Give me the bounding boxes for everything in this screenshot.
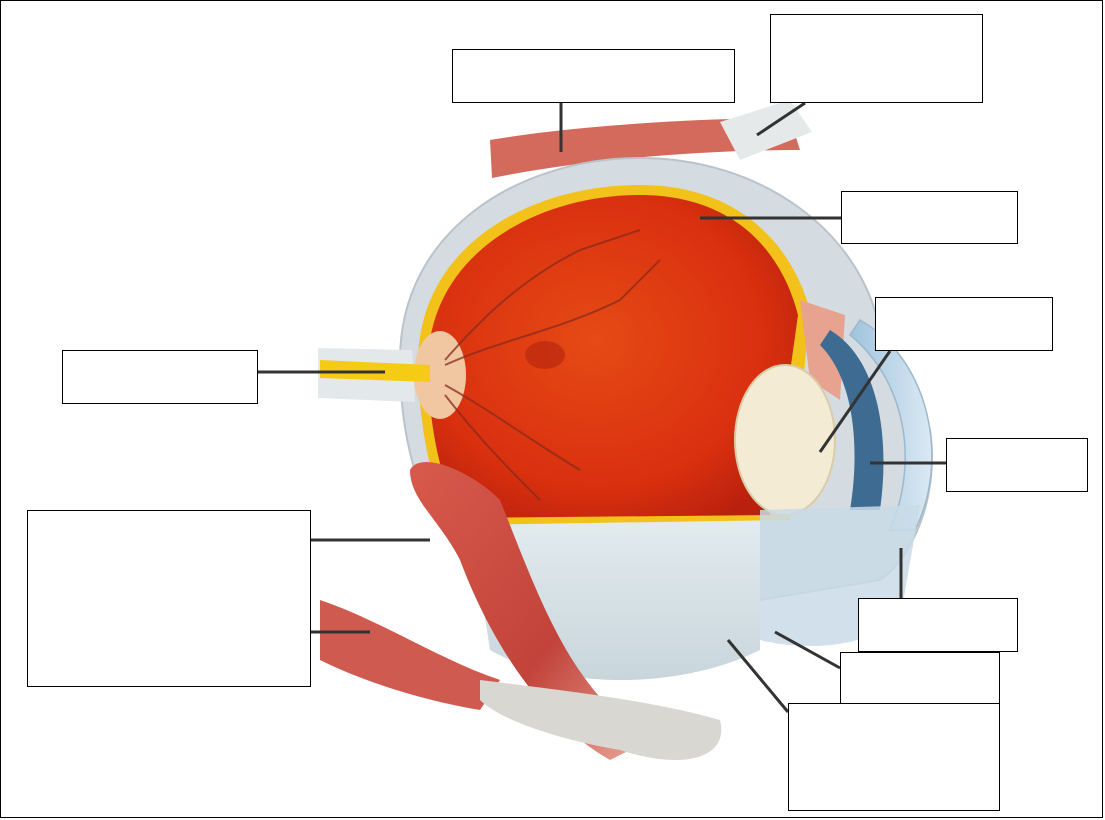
- label-box-8[interactable]: [858, 598, 1018, 652]
- label-box-5[interactable]: [62, 350, 258, 404]
- label-box-3[interactable]: [841, 191, 1018, 244]
- label-box-4[interactable]: [875, 297, 1053, 351]
- label-box-10[interactable]: [788, 703, 1000, 811]
- inferior-oblique-muscle: [320, 600, 500, 710]
- label-box-9[interactable]: [840, 652, 1000, 706]
- macula: [525, 341, 565, 369]
- label-box-2[interactable]: [770, 14, 983, 103]
- lens: [735, 365, 835, 515]
- label-box-7[interactable]: [27, 510, 311, 687]
- label-box-6[interactable]: [946, 438, 1088, 492]
- label-box-1[interactable]: [452, 49, 735, 103]
